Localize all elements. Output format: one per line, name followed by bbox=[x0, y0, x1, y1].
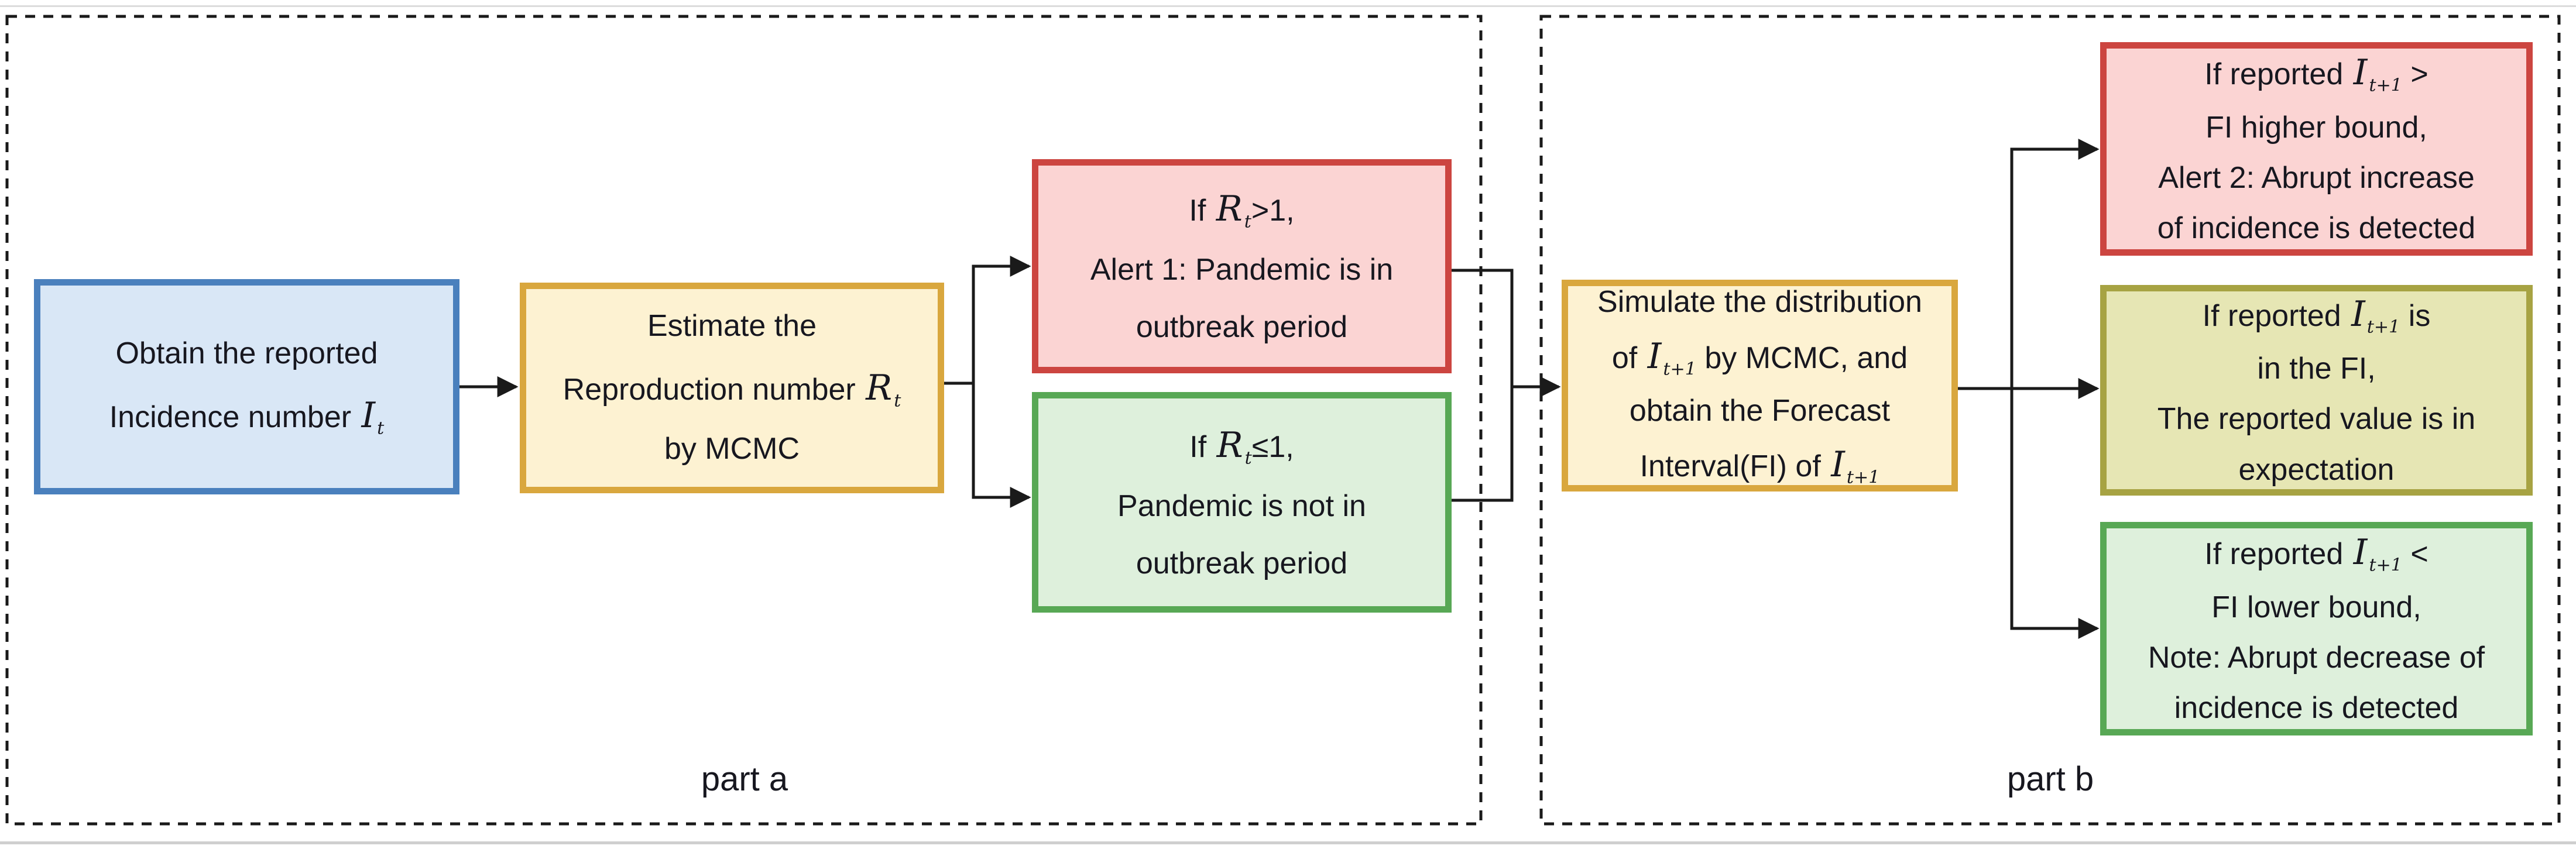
connector-simulate-to-decrease bbox=[2010, 389, 2100, 639]
box-alert2-abrupt-increase: If reported It+1 >FI higher bound,Alert … bbox=[2100, 42, 2533, 256]
part-b-boundary bbox=[1539, 15, 2561, 826]
connector-alert1-to-simulate bbox=[1452, 269, 1561, 397]
part-a-boundary bbox=[5, 15, 1483, 826]
connector-not-outbreak-merge bbox=[1452, 387, 1514, 502]
connector-estimate-to-not-outbreak bbox=[972, 383, 1031, 508]
connector-estimate-to-alert1 bbox=[944, 256, 1031, 385]
connector-simulate-to-alert2 bbox=[2010, 139, 2100, 389]
box-alert2-abrupt-increase-text: If reported It+1 >FI higher bound,Alert … bbox=[2157, 52, 2476, 246]
page-bottom-edge bbox=[0, 841, 2576, 844]
part-a-label: part a bbox=[701, 760, 788, 798]
part-b-label: part b bbox=[2006, 760, 2094, 798]
box-abrupt-decrease-text: If reported It+1 <FI lower bound,Note: A… bbox=[2148, 532, 2485, 726]
box-abrupt-decrease: If reported It+1 <FI lower bound,Note: A… bbox=[2100, 522, 2533, 735]
page-top-edge bbox=[0, 5, 2576, 7]
